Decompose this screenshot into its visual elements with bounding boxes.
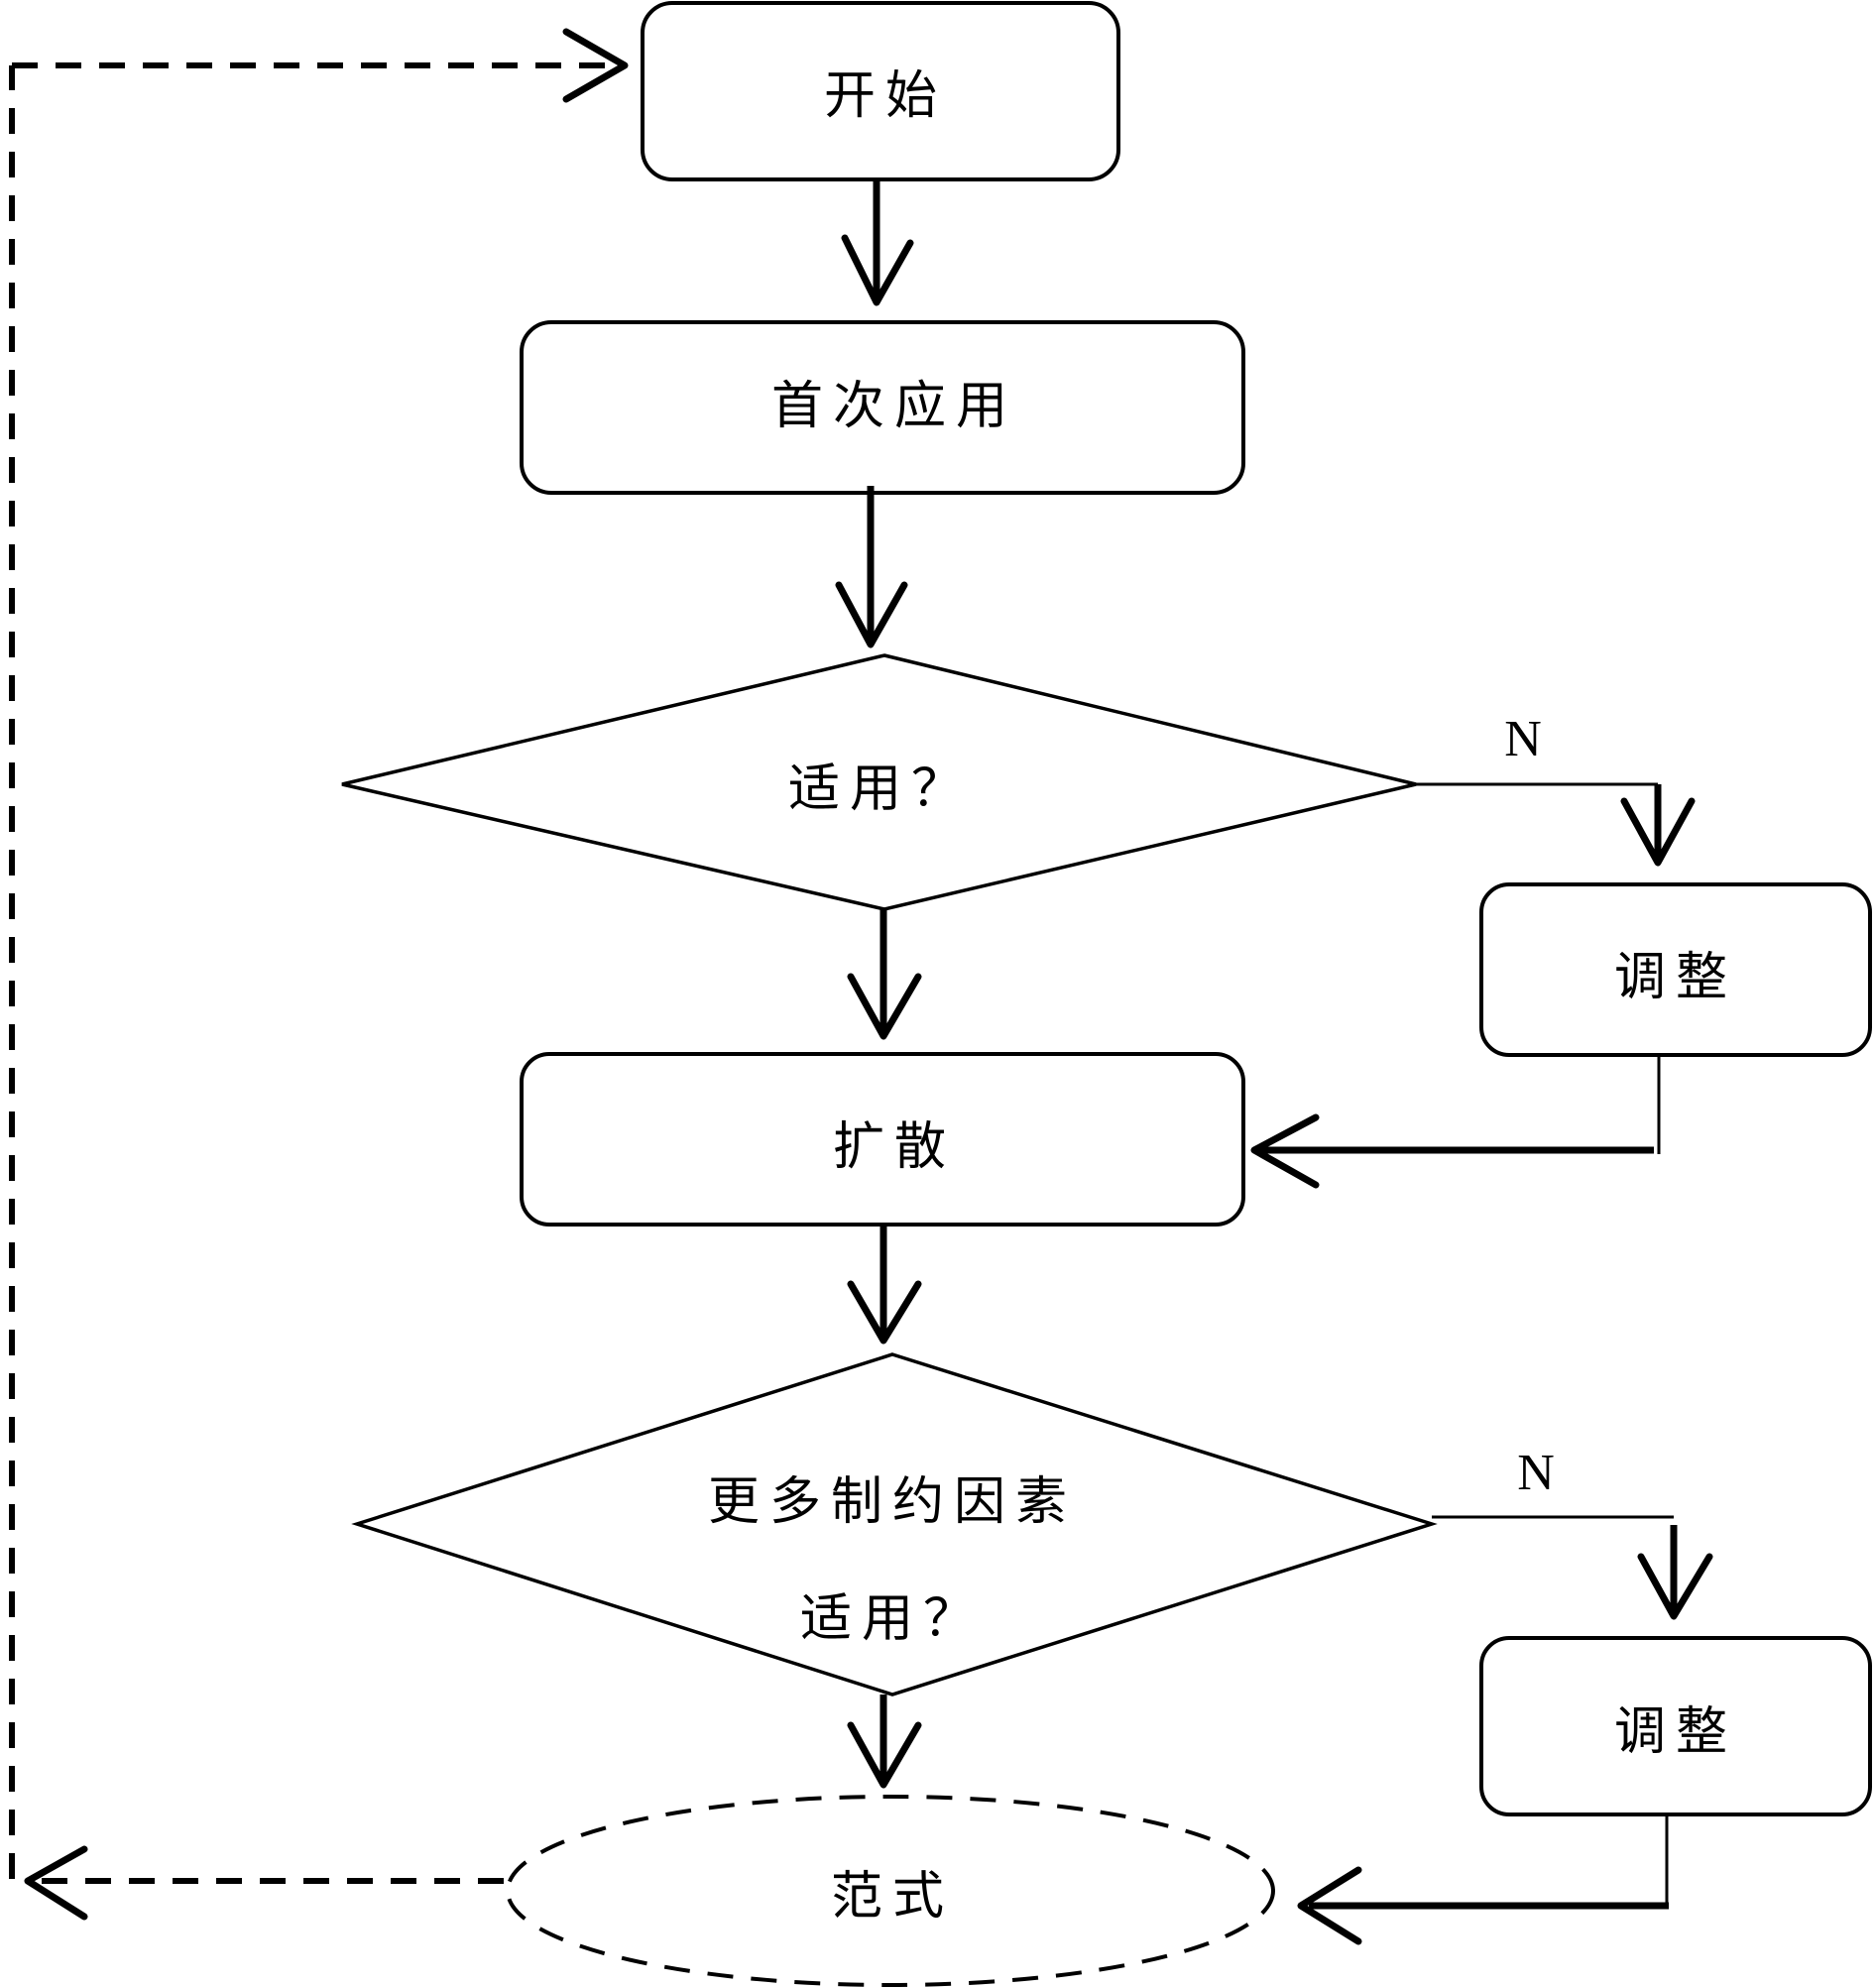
arrowhead-right bbox=[562, 28, 629, 103]
node-diffusion-label: 扩散 bbox=[833, 1117, 956, 1177]
arrowhead-down bbox=[847, 1280, 922, 1345]
node-paradigm: 范式 bbox=[506, 1795, 1275, 1987]
arrowhead-down bbox=[847, 973, 922, 1040]
arrowhead-left bbox=[24, 1845, 88, 1921]
node-decision-2-label-line2: 适用？ bbox=[800, 1589, 985, 1649]
arrowhead-down bbox=[835, 581, 908, 648]
edge-decision-2-to-adjust-2: N bbox=[1432, 1445, 1713, 1620]
edge-label-no-1: N bbox=[1504, 711, 1542, 767]
node-start-label: 开始 bbox=[824, 66, 947, 126]
node-diffusion: 扩散 bbox=[520, 1052, 1245, 1227]
arrowhead-down bbox=[841, 234, 914, 306]
arrowhead-left bbox=[1297, 1866, 1362, 1945]
node-first-use: 首次应用 bbox=[520, 320, 1245, 495]
node-decision-2-label-line1: 更多制约因素 bbox=[708, 1472, 1077, 1532]
edge-label-no-2: N bbox=[1517, 1445, 1555, 1501]
edge-decision-1-to-diffusion bbox=[847, 909, 922, 1040]
node-adjust-2: 调整 bbox=[1479, 1636, 1872, 1816]
edge-diffusion-to-decision-2 bbox=[847, 1225, 922, 1345]
edge-decision-2-to-paradigm bbox=[847, 1695, 922, 1789]
edge-start-to-first-use bbox=[841, 179, 914, 306]
edge-paradigm-feedback-to-start bbox=[9, 28, 629, 1921]
arrowhead-down bbox=[1637, 1553, 1713, 1620]
arrowhead-down bbox=[847, 1721, 922, 1789]
node-adjust-2-label: 调整 bbox=[1614, 1702, 1737, 1762]
edge-decision-1-to-adjust-1: N bbox=[1416, 711, 1696, 867]
node-decision-1: 适用？ bbox=[341, 653, 1417, 911]
edge-adjust-2-to-paradigm bbox=[1297, 1814, 1669, 1945]
node-decision-2: 更多制约因素 适用？ bbox=[351, 1352, 1438, 1696]
node-decision-1-label: 适用？ bbox=[788, 760, 973, 819]
node-start: 开始 bbox=[641, 1, 1120, 181]
node-adjust-1-label: 调整 bbox=[1614, 948, 1737, 1007]
node-paradigm-label: 范式 bbox=[831, 1867, 954, 1927]
arrowhead-left bbox=[1250, 1113, 1320, 1189]
edge-first-use-to-decision-1 bbox=[835, 486, 908, 648]
arrowhead-down bbox=[1620, 797, 1696, 867]
node-adjust-1: 调整 bbox=[1479, 882, 1872, 1057]
node-first-use-label: 首次应用 bbox=[771, 377, 1017, 436]
edge-adjust-1-to-diffusion bbox=[1250, 1055, 1661, 1189]
